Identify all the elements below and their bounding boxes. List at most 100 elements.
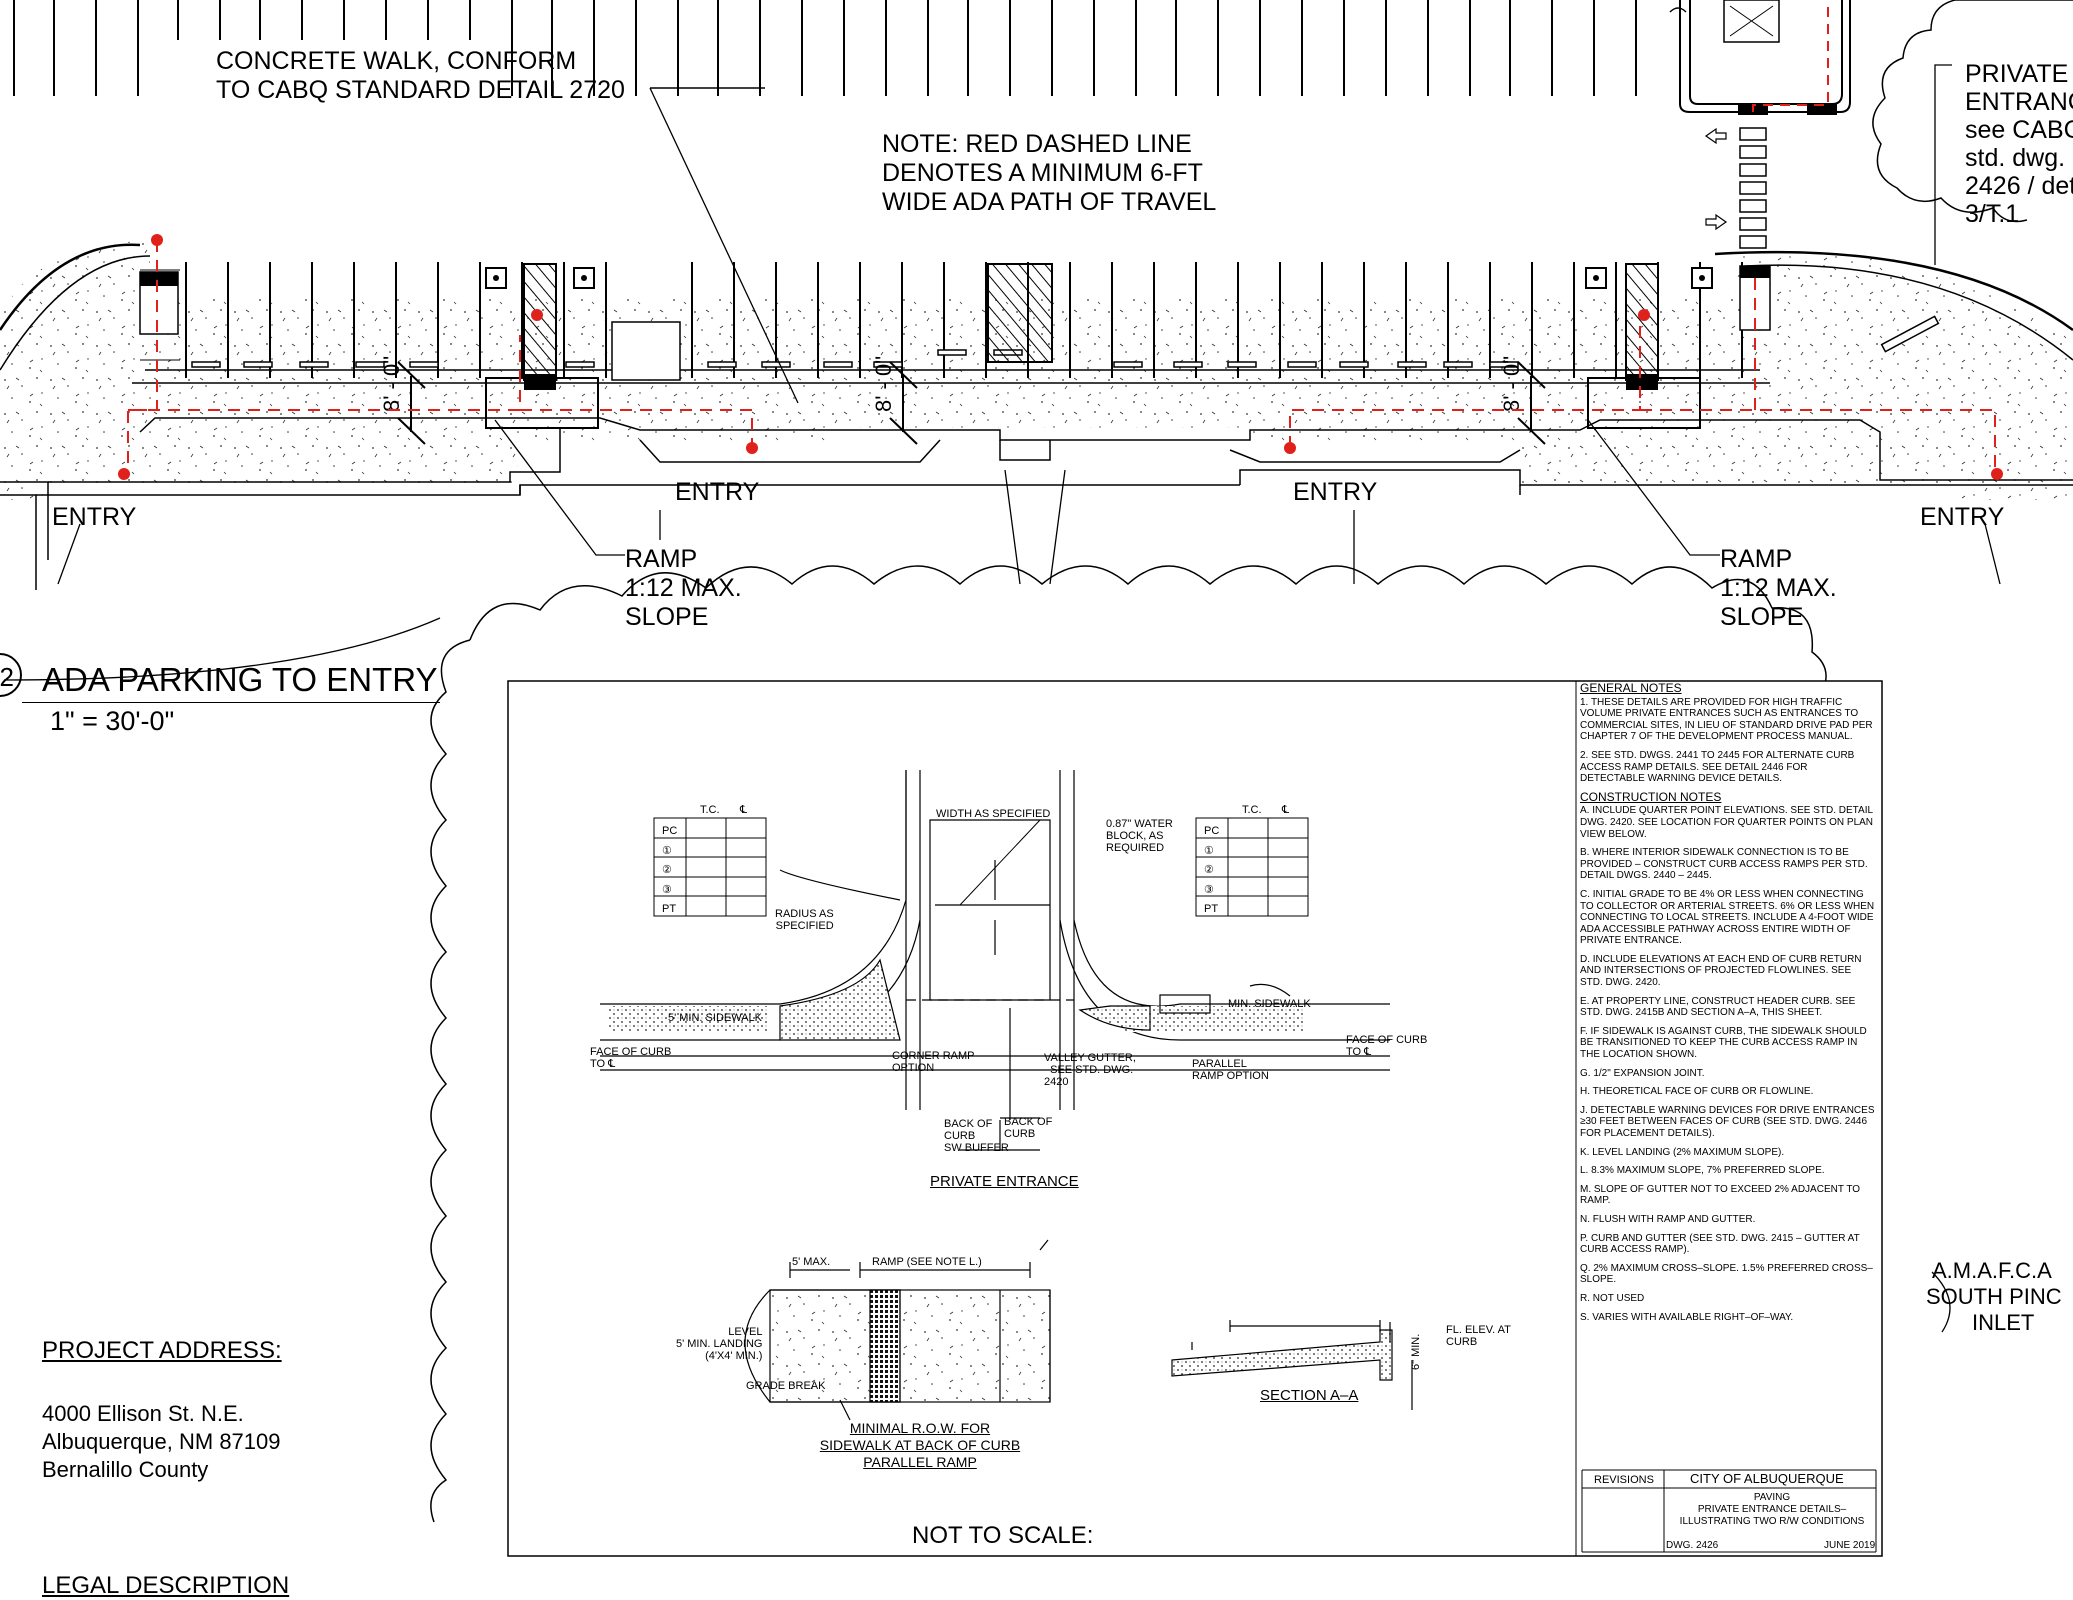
construction-note-r: R. NOT USED [1580, 1292, 1645, 1304]
dimension-text-2: 8' - 0" [871, 356, 896, 412]
min-sidewalk-right: MIN. SIDEWALK [1228, 998, 1311, 1010]
title-block-lines: PAVING PRIVATE ENTRANCE DETAILS– ILLUSTR… [1672, 1492, 1872, 1528]
ada-path [127, 240, 1996, 472]
dwg-date: JUNE 2019 [1824, 1540, 1876, 1551]
top-stall-lines [13, 0, 1637, 96]
bc2-2: CURB [1004, 1128, 1036, 1140]
agency-label: CITY OF ALBUQUERQUE [1690, 1471, 1844, 1486]
detail-number: 2 [0, 662, 14, 692]
general-note-1: 1. THESE DETAILS ARE PROVIDED FOR HIGH T… [1580, 696, 1873, 743]
general-note-2: 2. SEE STD. DWGS. 2441 TO 2445 FOR ALTER… [1580, 749, 1855, 785]
row-caption-2: SIDEWALK AT BACK OF CURB [819, 1437, 1021, 1453]
fc-r-1: FACE OF CURB [1346, 1034, 1428, 1046]
grade-break-label: GRADE BREAK [746, 1380, 826, 1392]
tr-r3: ② [1204, 864, 1214, 877]
walk-note-line-1: CONCRETE WALK, CONFORM [216, 47, 577, 75]
back-curb-label-2: BACK OF CURB [1004, 1116, 1052, 1140]
private-entrance-plan [600, 770, 1390, 1151]
cr-2: OPTION [892, 1062, 935, 1074]
tl-r3: ② [662, 864, 672, 877]
pr-1: PARALLEL [1192, 1058, 1247, 1070]
back-curb-label: BACK OF CURB SW BUFFER [944, 1118, 1009, 1154]
tl-r1: PC [662, 825, 678, 837]
address-line-1: 4000 Ellison St. N.E. [42, 1401, 244, 1426]
address-line-2: Albuquerque, NM 87109 [42, 1429, 281, 1454]
water-block-label: 0.87" WATER BLOCK, AS REQUIRED [1106, 818, 1173, 854]
construction-note-p: P. CURB AND GUTTER (SEE STD. DWG. 2415 –… [1580, 1232, 1860, 1256]
table-left-cl: ℄ [740, 804, 748, 816]
project-address-heading: PROJECT ADDRESS: [42, 1337, 282, 1364]
ll-1: LEVEL [728, 1326, 763, 1338]
detail-title: ADA PARKING TO ENTRY [42, 661, 438, 698]
construction-note-c: C. INITIAL GRADE TO BE 4% OR LESS WHEN C… [1580, 888, 1875, 947]
tree-canopy [1872, 0, 2073, 223]
ramp-label-right: RAMP 1:12 MAX. SLOPE [1720, 545, 1837, 632]
ramp-right-line-3: SLOPE [1720, 603, 1804, 631]
minimal-row-caption: MINIMAL R.O.W. FOR SIDEWALK AT BACK OF C… [800, 1420, 1040, 1471]
detail-notes: GENERAL NOTES 1. THESE DETAILS ARE PROVI… [1580, 682, 1875, 1330]
radius-1: RADIUS AS [775, 908, 834, 920]
inlet-line-1: A.M.A.F.C.A [1932, 1258, 2052, 1283]
dimension-text-3: 8' - 0" [1499, 356, 1524, 412]
construction-note-m: M. SLOPE OF GUTTER NOT TO EXCEED 2% ADJA… [1580, 1183, 1861, 1207]
tl-r2: ① [662, 844, 672, 857]
table-right-cl: ℄ [1282, 804, 1290, 816]
bc2-1: BACK OF [1004, 1116, 1053, 1128]
std-detail-frame [507, 680, 1883, 1557]
fc-l-2: TO ℄ [590, 1058, 616, 1070]
construction-note-n: N. FLUSH WITH RAMP AND GUTTER. [1580, 1213, 1756, 1225]
elevation-tables [653, 817, 1309, 917]
fl-elev-label: FL. ELEV. AT CURB [1446, 1324, 1511, 1348]
construction-note-s: S. VARIES WITH AVAILABLE RIGHT–OF–WAY. [1580, 1311, 1794, 1323]
entry-label-2: ENTRY [675, 478, 760, 506]
level-landing-label: LEVEL 5' MIN. LANDING (4'X4' MIN.) [676, 1326, 762, 1362]
tr-r1: PC [1204, 825, 1220, 837]
vg-3: 2420 [1044, 1076, 1069, 1088]
wheel-stops [191, 349, 1519, 368]
entry-label-4: ENTRY [1920, 503, 2005, 531]
ada-path-note: NOTE: RED DASHED LINE DENOTES A MINIMUM … [882, 130, 1216, 217]
private-entrance-caption: PRIVATE ENTRANCE [930, 1173, 1079, 1190]
pe-note-line-1: PRIVATE [1965, 60, 2069, 88]
pe-note-line-3: see CABC [1965, 116, 2073, 144]
ramp-left-line-3: SLOPE [625, 603, 709, 631]
table-left-rows: PC ① ② ③ PT [662, 822, 677, 920]
ll-2: 5' MIN. LANDING [676, 1338, 763, 1350]
title-line-1: PAVING [1753, 1492, 1791, 1503]
detail-scale: 1" = 30'-0" [50, 706, 175, 736]
face-curb-left: FACE OF CURB TO ℄ [590, 1046, 671, 1070]
dimension-marks [397, 361, 1546, 445]
fl-2: CURB [1446, 1336, 1478, 1348]
wb-1: 0.87" WATER [1106, 818, 1173, 830]
project-address: 4000 Ellison St. N.E. Albuquerque, NM 87… [42, 1400, 281, 1484]
fc-l-1: FACE OF CURB [590, 1046, 672, 1058]
fc-r-2: TO ℄ [1346, 1046, 1372, 1058]
min-sidewalk-left: 5' MIN. SIDEWALK [668, 1012, 762, 1024]
construction-note-g: G. 1/2" EXPANSION JOINT. [1580, 1067, 1705, 1079]
not-to-scale: NOT TO SCALE: [912, 1522, 1094, 1549]
ramp-left-line-1: RAMP [625, 545, 698, 573]
corner-ramp-label: CORNER RAMP OPTION [892, 1050, 975, 1074]
wb-3: REQUIRED [1106, 842, 1165, 854]
pr-2: RAMP OPTION [1192, 1070, 1269, 1082]
tr-r2: ① [1204, 844, 1214, 857]
table-left-tc: T.C. [700, 804, 720, 816]
ada-note-line-3: WIDE ADA PATH OF TRAVEL [882, 188, 1217, 216]
bc-2: CURB [944, 1130, 976, 1142]
ll-3: (4'X4' MIN.) [705, 1350, 763, 1362]
detail-title-underline [22, 702, 440, 703]
wb-2: BLOCK, AS [1106, 830, 1164, 842]
fl-1: FL. ELEV. AT [1446, 1324, 1511, 1336]
ada-path-nodes [118, 234, 2003, 480]
vg-2: –SEE STD. DWG. [1044, 1064, 1134, 1076]
construction-note-b: B. WHERE INTERIOR SIDEWALK CONNECTION IS… [1580, 847, 1868, 882]
parallel-ramp-label: PARALLEL RAMP OPTION [1192, 1058, 1269, 1082]
construction-note-j: J. DETECTABLE WARNING DEVICES FOR DRIVE … [1580, 1104, 1875, 1139]
width-label: WIDTH AS SPECIFIED [936, 808, 1051, 820]
construction-note-k: K. LEVEL LANDING (2% MAXIMUM SLOPE). [1580, 1146, 1785, 1158]
ada-stalls [139, 263, 1940, 390]
vg-1: VALLEY GUTTER, [1044, 1052, 1136, 1064]
bc-3: SW BUFFER [944, 1142, 1009, 1154]
section-a-a [1171, 1320, 1413, 1410]
